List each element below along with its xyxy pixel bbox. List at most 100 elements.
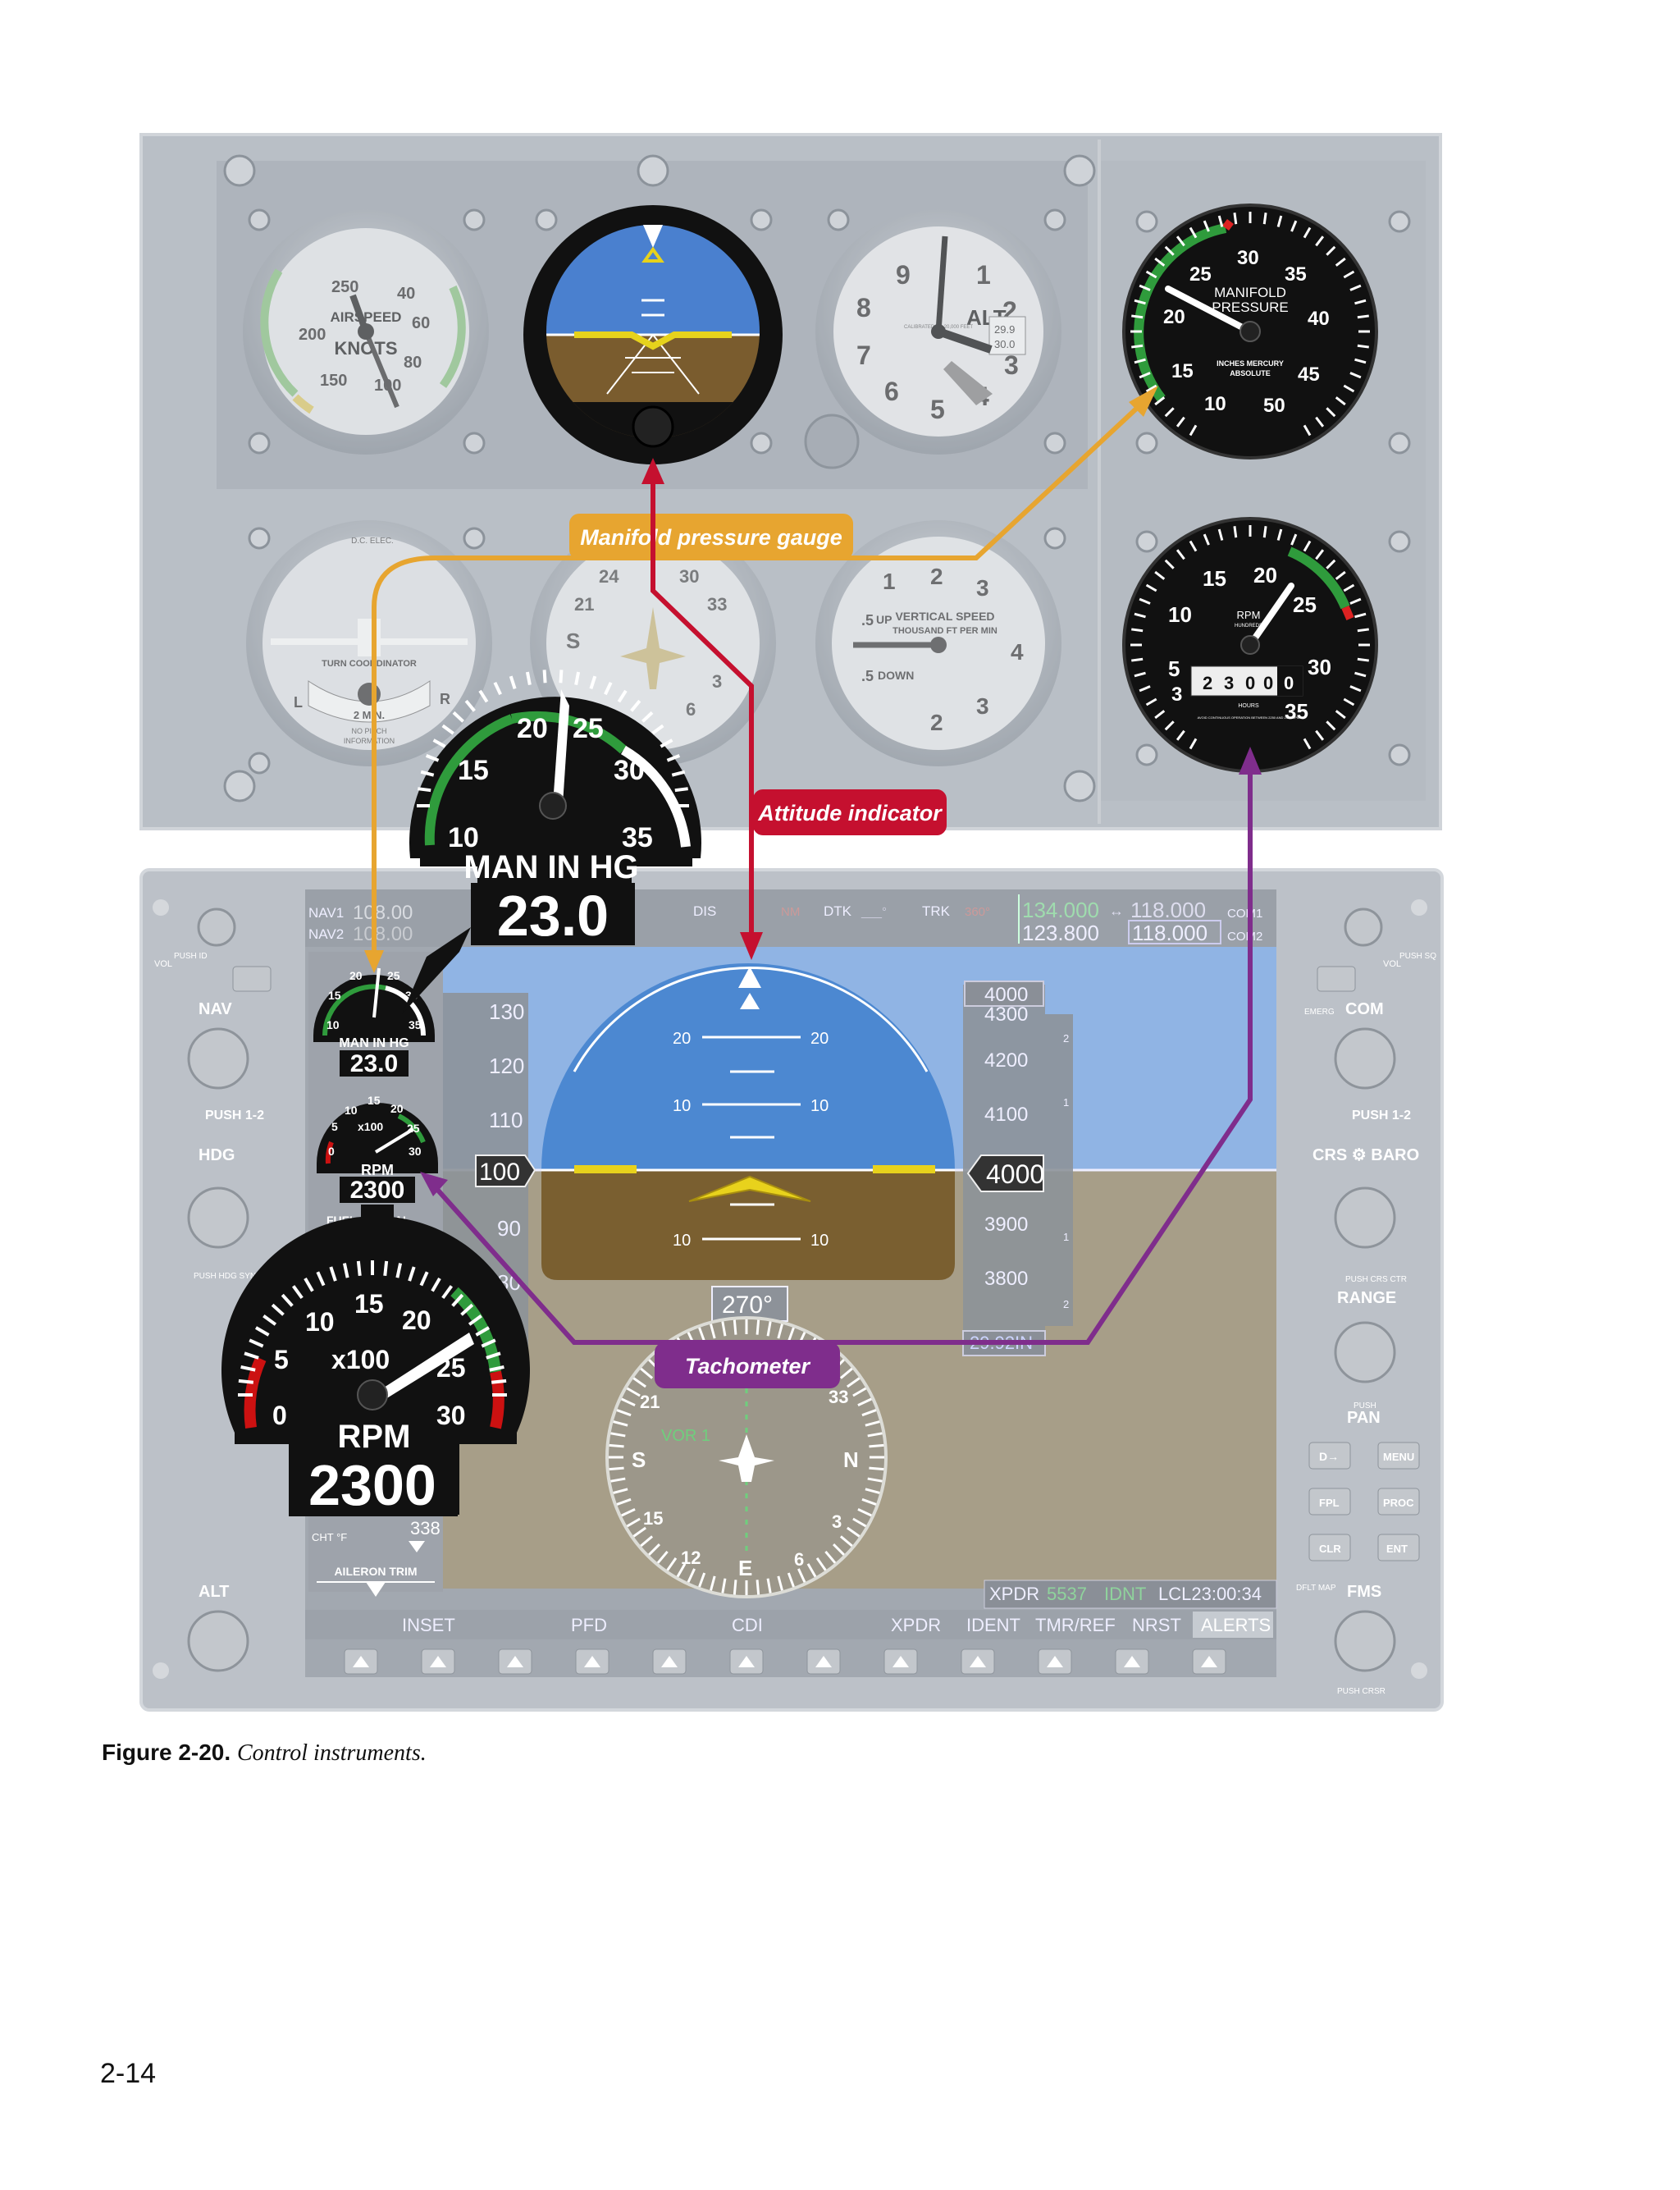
tick-mark	[861, 1497, 877, 1506]
alt-bug-value: 4000	[984, 984, 1028, 1006]
tick-mark	[613, 1420, 628, 1427]
com-knob[interactable]	[1334, 1027, 1396, 1090]
hdg-knob[interactable]	[187, 1186, 249, 1249]
nav-swap-button[interactable]	[232, 966, 272, 992]
alt-knob[interactable]	[187, 1610, 249, 1672]
menu-button[interactable]	[1377, 1442, 1420, 1470]
tick-mark	[852, 1387, 867, 1397]
softkey-tmr-ref[interactable]: TMR/REF	[1035, 1615, 1116, 1635]
tach-hour-counter: 2 3 0 0 0	[1203, 673, 1294, 693]
tick-mark	[491, 1378, 507, 1384]
hsi-21: 21	[640, 1392, 660, 1412]
tach-note: AVOID CONTINUOUS OPERATION BETWEEN 2250 …	[1198, 716, 1300, 720]
tach-counter-digit-1: 2	[1203, 673, 1212, 693]
fpl-label: FPL	[1319, 1497, 1340, 1509]
page-number: 2-14	[100, 2058, 157, 2089]
softkey-cdi[interactable]: CDI	[732, 1615, 763, 1635]
nav-knob[interactable]	[187, 1027, 249, 1090]
tick-mark	[1145, 384, 1157, 393]
tick-mark	[1154, 570, 1166, 580]
softkey-ident[interactable]: IDENT	[966, 1615, 1020, 1635]
eis-man-tick-10: 10	[326, 1018, 340, 1031]
tick-mark	[451, 1293, 464, 1307]
hsi-3: 3	[832, 1511, 842, 1532]
softkey-nrst[interactable]: NRST	[1132, 1615, 1181, 1635]
tick-mark	[1349, 372, 1362, 379]
tick-mark	[777, 1324, 783, 1339]
tick-mark	[632, 1377, 646, 1388]
fpl-button[interactable]	[1308, 1488, 1351, 1516]
com2-active: 123.800	[1022, 921, 1099, 945]
ias-110: 110	[489, 1108, 523, 1132]
eis-rpm-scale: x100	[358, 1120, 383, 1133]
eis-rpm-tick-10: 10	[345, 1104, 358, 1117]
com2-standby: 118.000	[1132, 921, 1208, 945]
tick-mark	[1354, 612, 1367, 619]
com-swap-button[interactable]	[1317, 966, 1356, 992]
tick-mark	[1233, 526, 1238, 538]
tick-mark	[489, 1365, 504, 1372]
eis-cht-value: 338	[410, 1518, 441, 1538]
tach-num-15: 15	[1203, 566, 1226, 591]
tick-mark	[797, 1568, 806, 1583]
tick-mark	[249, 1338, 264, 1348]
com-arrow: ↔	[1109, 903, 1124, 919]
mag-rpm-20: 20	[402, 1305, 431, 1335]
mp-units-1: INCHES MERCURY	[1217, 359, 1284, 368]
tick-mark	[847, 1377, 861, 1388]
softkey-arrow-icon	[430, 1656, 446, 1667]
softkey-inset[interactable]: INSET	[402, 1615, 455, 1635]
vs-tick-m1: 1	[1063, 1231, 1069, 1243]
alt-digit-1: 1	[976, 260, 991, 290]
softkey-alerts[interactable]: ALERTS	[1201, 1615, 1271, 1635]
tachometer-arrow-line	[431, 766, 1253, 1345]
push-12-left: PUSH 1-2	[205, 1109, 264, 1122]
tick-mark	[1217, 528, 1224, 541]
tick-mark	[806, 1563, 817, 1578]
vor-label: VOR 1	[661, 1427, 710, 1445]
pitch-m10-right: 10	[810, 1232, 829, 1250]
direct-to-button[interactable]	[1308, 1442, 1351, 1470]
tick-mark	[291, 1285, 304, 1300]
crs-baro-knob[interactable]	[1334, 1186, 1396, 1249]
figure-title: Control instruments.	[236, 1740, 427, 1766]
range-knob[interactable]	[1334, 1321, 1396, 1383]
manifold-callout-text: Manifold pressure gauge	[580, 525, 842, 550]
vsi-num-5a: .5	[861, 612, 874, 629]
tick-mark	[1233, 213, 1238, 225]
ent-button[interactable]	[1377, 1534, 1420, 1561]
menu-label: MENU	[1383, 1451, 1414, 1463]
tick-mark	[610, 1477, 626, 1483]
tach-counter-digit-4: 0	[1263, 673, 1273, 693]
tick-mark	[559, 670, 564, 684]
tick-mark	[1357, 344, 1369, 349]
tick-mark	[787, 1327, 795, 1342]
nav1-label: NAV1	[308, 905, 344, 921]
tick-mark	[1303, 226, 1312, 239]
fms-knob[interactable]	[1334, 1610, 1396, 1672]
mp-num-20: 20	[1163, 306, 1185, 328]
softkey-arrow-icon	[1047, 1656, 1063, 1667]
tick-mark	[1176, 549, 1185, 560]
tick-mark	[1303, 424, 1312, 437]
vol-knob-left[interactable]	[197, 908, 236, 947]
vertical-speed-indicator: UP VERTICAL SPEED THOUSAND FT PER MIN DO…	[815, 520, 1061, 766]
clr-button[interactable]	[1308, 1534, 1351, 1561]
tick-mark	[630, 699, 641, 712]
tick-mark	[1164, 720, 1175, 731]
softkey-pfd[interactable]: PFD	[571, 1615, 607, 1635]
analog-panel: AIRSPEED KNOTS 250 40 60 80 100 150 200	[139, 133, 1442, 830]
eis-rpm-tick-20: 20	[390, 1102, 404, 1115]
softkey-xpdr[interactable]: XPDR	[891, 1615, 941, 1635]
tach-num-35: 35	[1285, 699, 1308, 724]
trk-label: TRK	[922, 903, 951, 919]
pitch-m10-left: 10	[673, 1232, 691, 1250]
tick-mark	[356, 1260, 362, 1277]
proc-button[interactable]	[1377, 1488, 1420, 1516]
alt-3800: 3800	[984, 1268, 1028, 1290]
heading-value: 270°	[722, 1292, 773, 1319]
tick-mark	[1343, 583, 1355, 592]
vol-knob-right[interactable]	[1344, 908, 1383, 947]
lcl-time: LCL23:00:34	[1158, 1584, 1262, 1604]
altitude-tape: 4300 4200 4100 3900 3800 4000 2 1 1 2 29…	[962, 1004, 1073, 1356]
